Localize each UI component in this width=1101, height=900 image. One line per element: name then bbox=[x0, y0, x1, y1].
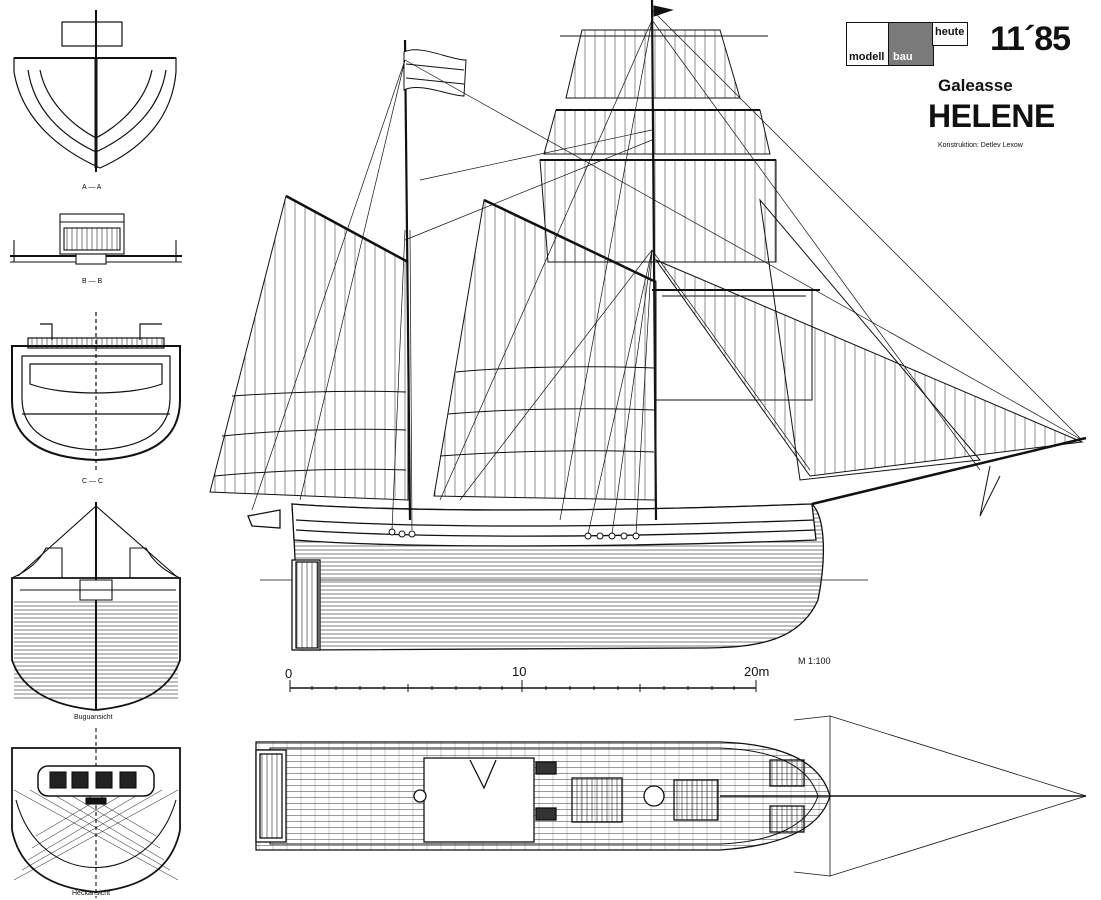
rigging-lines bbox=[251, 9, 1083, 535]
scale-tick-20: 20m bbox=[744, 664, 770, 679]
scale-ratio: M 1:100 bbox=[798, 656, 831, 666]
logo-box-modell: modell bbox=[846, 22, 890, 66]
scale-tick-0: 0 bbox=[285, 666, 293, 681]
logo-box-bau: bau bbox=[888, 22, 934, 66]
deck-plan bbox=[255, 715, 1087, 877]
logo-word-modell: modell bbox=[849, 51, 885, 63]
design-credit: Konstruktion: Detlev Lexow bbox=[938, 142, 1023, 149]
magazine-logo: modell bau heute bbox=[846, 22, 968, 66]
section-b-b bbox=[10, 213, 182, 265]
logo-word-bau: bau bbox=[893, 51, 913, 63]
stern-view bbox=[11, 728, 181, 898]
logo-box-heute: heute bbox=[932, 22, 968, 46]
section-a-a bbox=[13, 10, 177, 172]
head-sails bbox=[654, 198, 1087, 517]
ship-type: Galeasse bbox=[938, 76, 1013, 95]
ship-name: HELENE bbox=[928, 98, 1055, 134]
label-section-c: C — C bbox=[82, 478, 103, 485]
label-section-a: A — A bbox=[82, 184, 102, 191]
fore-gaff-sail bbox=[209, 194, 409, 501]
hull-side-view bbox=[247, 503, 825, 651]
bow-view bbox=[11, 502, 181, 711]
scale-bar bbox=[289, 680, 757, 692]
logo-word-heute: heute bbox=[935, 26, 965, 38]
flag bbox=[403, 5, 674, 97]
label-bow-view: Buguansicht bbox=[74, 714, 113, 721]
main-gaff-sail bbox=[433, 198, 657, 501]
section-c-c bbox=[11, 312, 181, 470]
label-stern-view: Heckansicht bbox=[72, 890, 111, 897]
label-section-b: B — B bbox=[82, 278, 103, 285]
issue-number: 11´85 bbox=[990, 20, 1071, 58]
scale-tick-10: 10 bbox=[512, 664, 527, 679]
